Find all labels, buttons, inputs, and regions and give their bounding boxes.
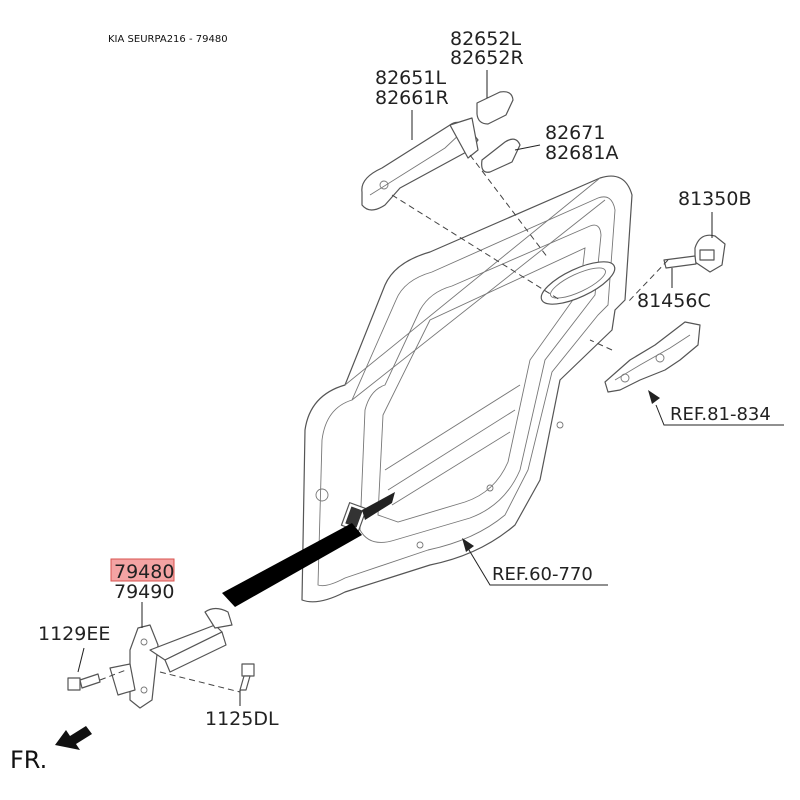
door-panel-drawing (301, 175, 633, 603)
label-81350b: 81350B (678, 188, 751, 210)
label-82661r: 82661R (375, 87, 449, 109)
front-direction-arrow-icon (55, 726, 92, 750)
label-79480[interactable]: 79480 (114, 561, 174, 583)
ref-60-770[interactable]: REF.60-770 (492, 564, 593, 585)
diagram-title: KIA SEURPA216 - 79480 (108, 34, 228, 45)
label-1125dl[interactable]: 1125DL (205, 708, 279, 730)
label-82671: 82671 (545, 122, 605, 144)
bolt-1125dl-drawing (239, 663, 255, 691)
strap-guide-wedge (222, 523, 362, 607)
handle-gasket-drawing (481, 138, 521, 173)
handle-cap-drawing (476, 91, 514, 125)
label-82652l: 82652L (450, 28, 521, 50)
label-82681a: 82681A (545, 142, 618, 164)
outside-handle-drawing (361, 117, 479, 211)
front-direction-label: FR. (10, 746, 47, 774)
label-79490[interactable]: 79490 (114, 581, 174, 603)
label-82652r: 82652R (450, 47, 524, 69)
label-1129ee[interactable]: 1129EE (38, 623, 110, 645)
striker-drawing (663, 234, 726, 273)
label-82651l: 82651L (375, 67, 446, 89)
door-check-drawing (109, 607, 233, 709)
latch-assembly-drawing (604, 321, 701, 393)
highlight-box-79480 (110, 558, 175, 582)
label-81456c: 81456C (637, 290, 711, 312)
bolt-1129ee-drawing (67, 673, 101, 691)
ref-81-834[interactable]: REF.81-834 (670, 404, 771, 425)
